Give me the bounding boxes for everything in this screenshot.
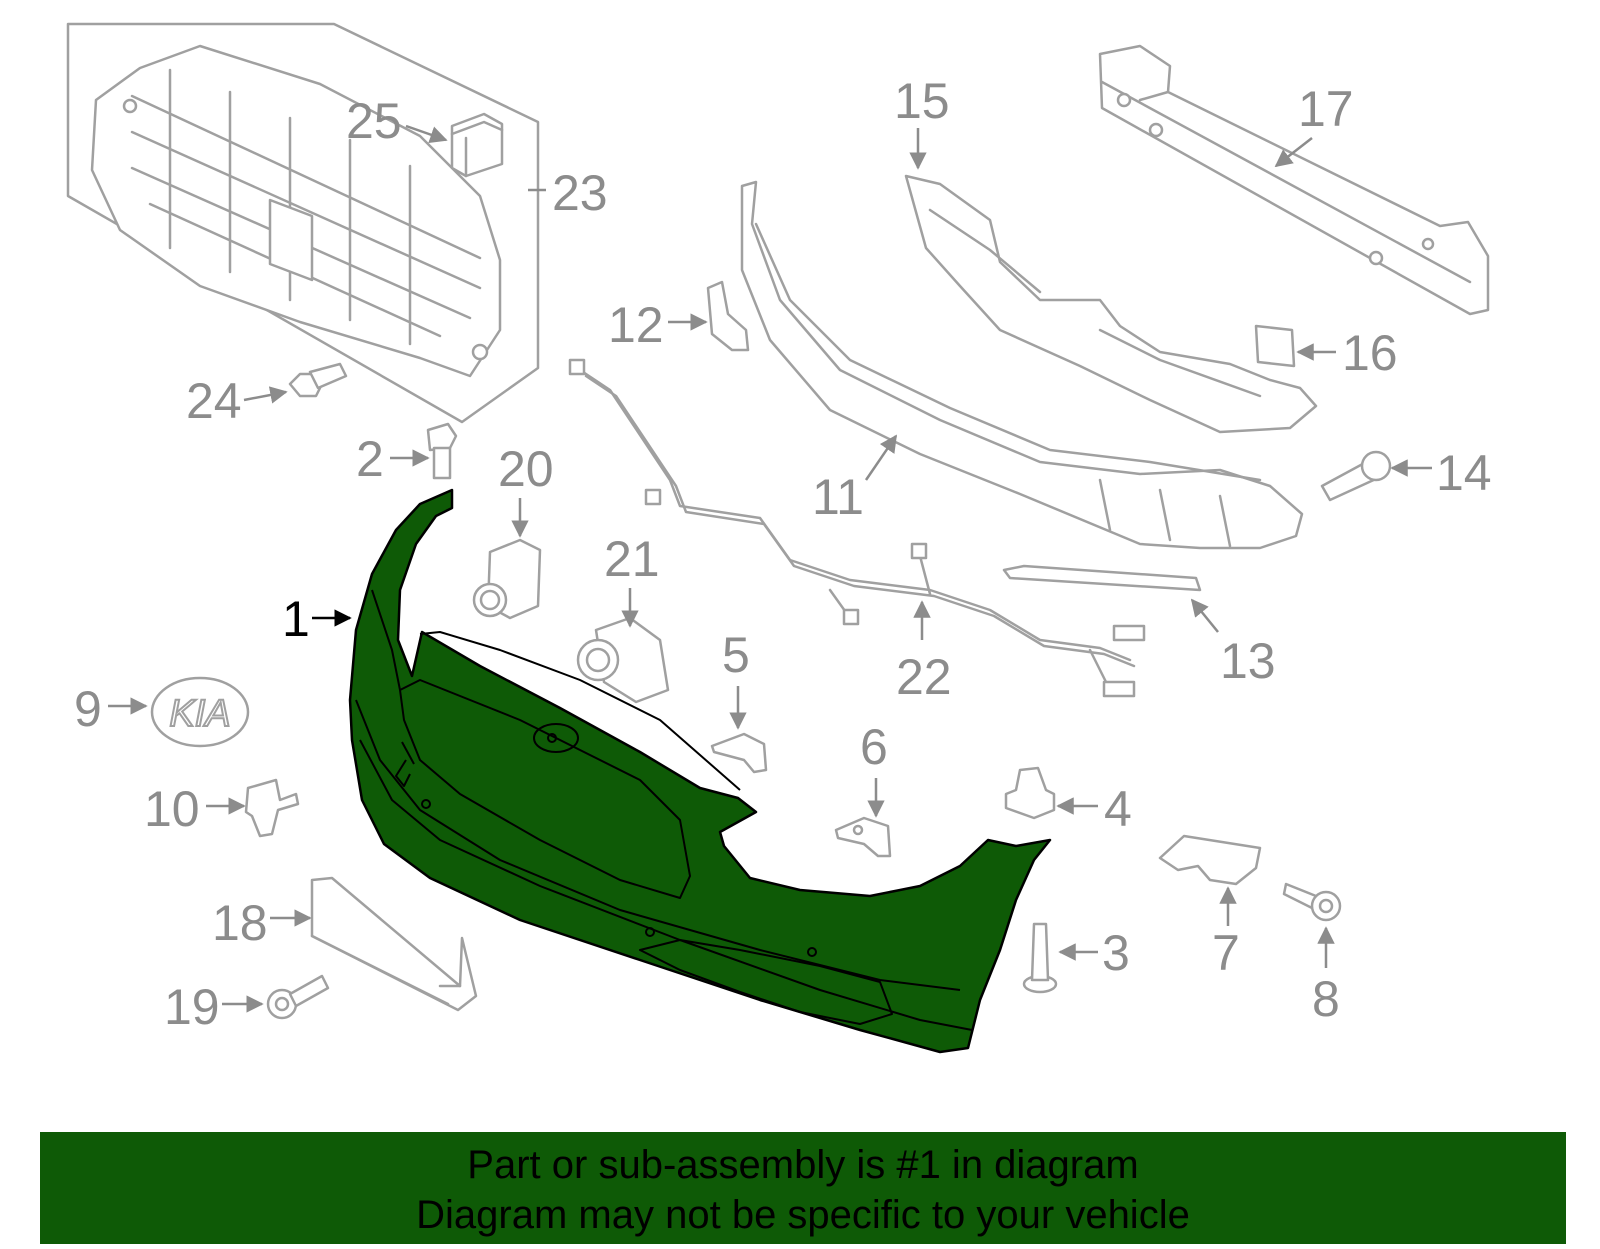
callout-8: 8: [1312, 971, 1340, 1027]
part-13-strip: [1002, 564, 1202, 592]
callout-21: 21: [604, 531, 660, 587]
part-23-grille-shutter-assembly: [66, 22, 540, 424]
part-18-license-bracket: [310, 876, 478, 1012]
callout-5: 5: [722, 627, 750, 683]
callout-16: 16: [1342, 325, 1398, 381]
callout-13: 13: [1220, 633, 1276, 689]
part-21-parking-sensor: [576, 616, 670, 704]
callout-25: 25: [346, 93, 402, 149]
callout-10: 10: [144, 781, 200, 837]
part-7-bracket: [1158, 834, 1262, 886]
callout-3: 3: [1102, 925, 1130, 981]
part-19-screw: [266, 974, 330, 1020]
callout-18: 18: [212, 895, 268, 951]
part-8-screw: [1282, 882, 1342, 922]
part-1-bumper-cover-highlighted: [348, 488, 1052, 1054]
part-5-bracket: [710, 732, 768, 774]
callout-11: 11: [812, 469, 864, 525]
callout-15: 15: [894, 73, 950, 129]
part-14-screw: [1320, 450, 1392, 502]
part-22-wiring-harness: [568, 358, 1146, 698]
callout-22: 22: [896, 649, 952, 705]
part-4-nut-clip: [1004, 766, 1056, 820]
part-10-clip: [244, 778, 300, 838]
part-16-pad: [1254, 324, 1296, 368]
part-9-emblem: KIA: [150, 676, 250, 748]
part-25-clip: [450, 112, 504, 178]
callout-14: 14: [1436, 445, 1492, 501]
part-6-bracket: [834, 816, 892, 858]
part-3-bolt: [1022, 922, 1058, 994]
part-12-bracket: [706, 280, 750, 352]
callout-6: 6: [860, 719, 888, 775]
part-11-energy-absorber: [740, 180, 1304, 550]
banner-line-1: Part or sub-assembly is #1 in diagram: [467, 1143, 1139, 1187]
part-17-reinforcement-beam: [1098, 44, 1490, 316]
callout-1: 1: [282, 591, 310, 647]
callout-12: 12: [608, 297, 664, 353]
callout-17: 17: [1298, 81, 1354, 137]
emblem-logo: KIA: [169, 693, 230, 735]
callout-9: 9: [74, 681, 102, 737]
part-15-absorber: [904, 174, 1318, 434]
callout-2: 2: [356, 431, 384, 487]
banner-line-2: Diagram may not be specific to your vehi…: [416, 1193, 1190, 1237]
part-20-parking-sensor: [472, 538, 542, 620]
callout-24: 24: [186, 373, 242, 429]
callout-20: 20: [498, 441, 554, 497]
callout-4: 4: [1104, 781, 1132, 837]
part-24-bolt: [288, 362, 348, 398]
callout-19: 19: [164, 979, 220, 1035]
part-2-bolt: [426, 422, 458, 480]
info-banner: Part or sub-assembly is #1 in diagram Di…: [40, 1132, 1566, 1244]
callout-7: 7: [1212, 925, 1240, 981]
callout-23: 23: [552, 165, 608, 221]
